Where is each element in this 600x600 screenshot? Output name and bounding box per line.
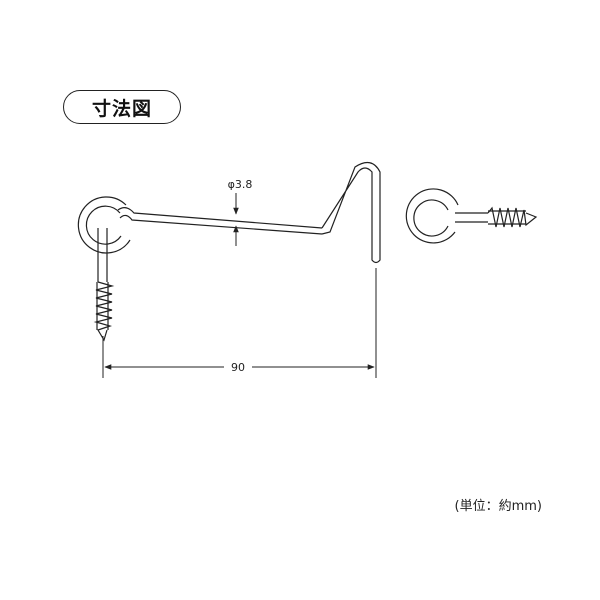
diameter-label: φ3.8 (228, 178, 253, 191)
length-dimension (102, 268, 377, 378)
right-screw-eye (405, 188, 538, 244)
hook-rod (117, 161, 381, 264)
right-screw-thread (487, 206, 538, 228)
left-screw-thread (93, 281, 115, 342)
unit-note: (単位：約mm) (454, 499, 542, 514)
length-label: 90 (231, 361, 245, 374)
diagram-title: 寸法図 (63, 90, 181, 124)
left-screw-eye (77, 196, 131, 342)
